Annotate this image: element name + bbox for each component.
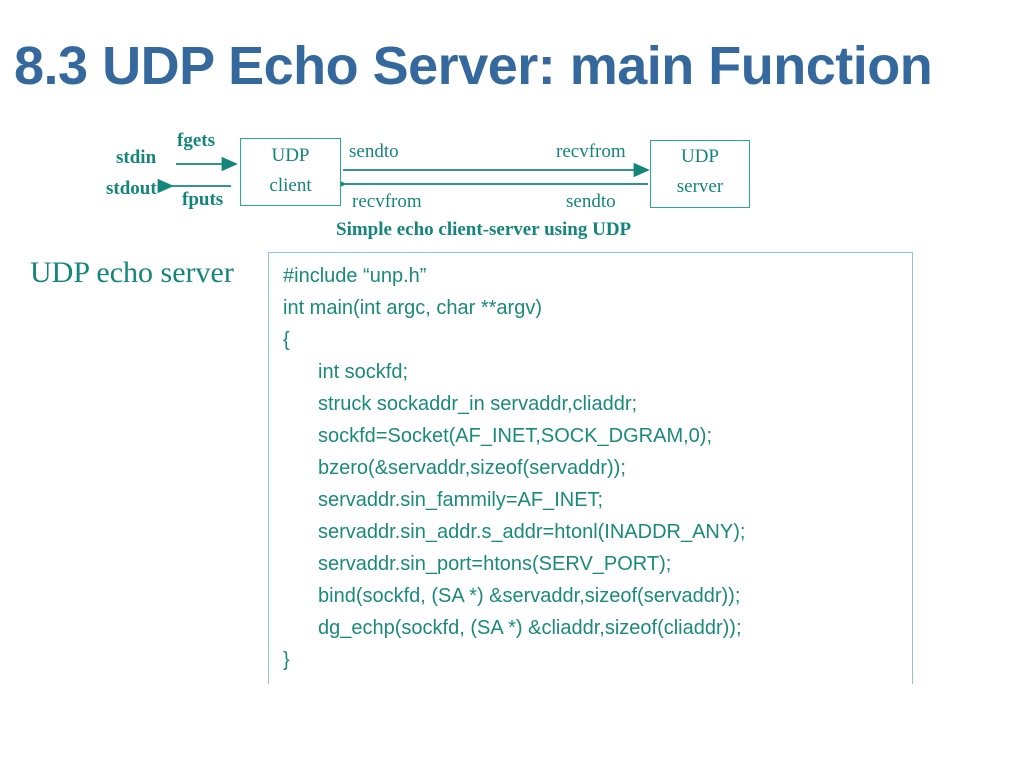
code-block: #include “unp.h” int main(int argc, char … xyxy=(268,252,913,684)
udp-server-box: UDP server xyxy=(650,140,750,208)
page-title: 8.3 UDP Echo Server: main Function xyxy=(14,36,933,96)
fputs-label: fputs xyxy=(182,189,224,210)
code-line: int sockfd; xyxy=(318,361,409,383)
code-line: bind(sockfd, (SA *) &servaddr,sizeof(ser… xyxy=(318,585,741,607)
fgets-label: fgets xyxy=(177,130,215,151)
udp-server-box-line2: server xyxy=(676,176,724,197)
udp-echo-diagram: stdin stdout fgets fputs UDP client UDP … xyxy=(0,0,1024,250)
sendto-bottom-label: sendto xyxy=(566,191,616,212)
code-line: } xyxy=(283,649,290,671)
udp-server-box-line1: UDP xyxy=(680,146,719,167)
udp-client-box-line1: UDP xyxy=(271,145,310,166)
code-line: dg_echp(sockfd, (SA *) &cliaddr,sizeof(c… xyxy=(318,617,742,639)
code-line: struck sockaddr_in servaddr,cliaddr; xyxy=(318,393,638,415)
code-line: servaddr.sin_port=htons(SERV_PORT); xyxy=(318,553,672,575)
code-line: #include “unp.h” xyxy=(283,265,427,287)
sendto-top-label: sendto xyxy=(349,141,399,162)
recvfrom-bottom-label: recvfrom xyxy=(352,191,422,212)
code-line: servaddr.sin_fammily=AF_INET; xyxy=(318,489,604,511)
stdout-label: stdout xyxy=(106,178,157,199)
code-section-label: UDP echo server xyxy=(30,256,234,289)
code-line: sockfd=Socket(AF_INET,SOCK_DGRAM,0); xyxy=(318,425,713,447)
code-line: servaddr.sin_addr.s_addr=htonl(INADDR_AN… xyxy=(318,521,746,543)
code-line: { xyxy=(283,329,290,351)
diagram-connectors xyxy=(157,156,650,194)
code-line: int main(int argc, char **argv) xyxy=(283,297,542,319)
udp-client-box-line2: client xyxy=(269,175,312,196)
stdin-label: stdin xyxy=(116,147,157,168)
recvfrom-top-label: recvfrom xyxy=(556,141,626,162)
diagram-caption: Simple echo client-server using UDP xyxy=(336,219,632,240)
udp-client-box: UDP client xyxy=(240,138,341,206)
code-line: bzero(&servaddr,sizeof(servaddr)); xyxy=(318,457,626,479)
code-lines-container: #include “unp.h” int main(int argc, char … xyxy=(283,260,912,676)
